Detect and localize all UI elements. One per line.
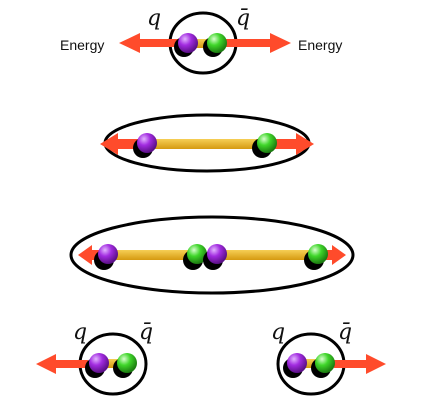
- color-flux-string-left: [112, 250, 196, 260]
- right-energy-arrow: [225, 33, 291, 53]
- color-flux-string-right: [222, 250, 316, 260]
- antiquark-label: q̄: [236, 6, 250, 31]
- new-antiquark-ball: [187, 244, 207, 264]
- antiquark-ball: [308, 244, 328, 264]
- left-arrow: [100, 133, 140, 155]
- color-flux-string: [300, 359, 324, 368]
- right-arrow: [334, 354, 386, 374]
- stage-2-stretched-string: [100, 113, 314, 173]
- quark-ball: [287, 353, 307, 373]
- antiquark-label: q̄: [139, 320, 153, 345]
- quark-ball: [89, 353, 109, 373]
- color-flux-string: [150, 139, 264, 149]
- antiquark-ball: [315, 353, 335, 373]
- quark-label: q: [73, 320, 87, 345]
- hadron-boundary: [69, 215, 355, 295]
- stage-1-initial-pair: q q̄ Energy Energy: [60, 6, 342, 75]
- color-flux-string: [190, 39, 216, 48]
- quark-ball: [137, 133, 157, 153]
- quark-label: q: [147, 6, 161, 31]
- stage-4-left-meson: q q̄: [36, 320, 153, 396]
- antiquark-ball: [207, 33, 227, 53]
- color-flux-string: [102, 359, 126, 368]
- stage-4-right-meson: q q̄: [271, 320, 386, 396]
- energy-label-left: Energy: [60, 37, 104, 53]
- quark-label: q: [271, 320, 285, 345]
- quark-ball: [178, 33, 198, 53]
- stage-3-string-breaking: [69, 215, 355, 295]
- right-arrow: [322, 245, 346, 265]
- antiquark-ball: [117, 353, 137, 373]
- antiquark-label: q̄: [338, 320, 352, 345]
- energy-label-right: Energy: [298, 37, 342, 53]
- antiquark-ball: [257, 133, 277, 153]
- right-arrow: [274, 133, 314, 155]
- quark-ball: [98, 244, 118, 264]
- left-arrow: [36, 354, 88, 374]
- new-quark-ball: [207, 244, 227, 264]
- left-energy-arrow: [119, 33, 182, 53]
